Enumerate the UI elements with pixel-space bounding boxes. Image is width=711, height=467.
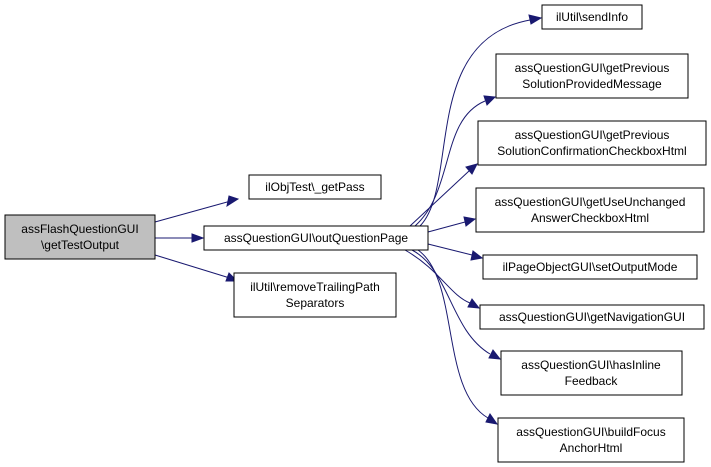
node-inline-feedback-line-2: Feedback xyxy=(565,374,619,388)
edge-oqp-to-set-output-mode xyxy=(427,243,484,261)
node-set-output-mode[interactable]: ilPageObjectGUI\setOutputMode xyxy=(482,254,698,280)
node-prev-solution-checkbox-line-2: SolutionConfirmationCheckboxHtml xyxy=(497,144,686,158)
node-use-unchanged-line-1: assQuestionGUI\getUseUnchanged xyxy=(495,195,686,209)
node-remove-trailing-line-1: ilUtil\removeTrailingPath xyxy=(250,280,380,294)
node-remove-trailing-line-2: Separators xyxy=(286,296,345,310)
edge-oqp-to-navigation-gui xyxy=(404,249,481,309)
node-prev-solution-msg[interactable]: assQuestionGUI\getPrevious SolutionProvi… xyxy=(495,53,689,99)
edge-oqp-to-inline-feedback xyxy=(411,249,502,360)
edge-root-to-out-question-page xyxy=(155,233,205,243)
node-navigation-gui-label: assQuestionGUI\getNavigationGUI xyxy=(499,310,685,324)
edge-root-to-get-pass xyxy=(154,195,240,223)
node-root-line-1: assFlashQuestionGUI xyxy=(21,222,138,236)
node-set-output-mode-label: ilPageObjectGUI\setOutputMode xyxy=(503,260,678,274)
edge-oqp-to-prev-solution-checkbox xyxy=(409,163,478,227)
edge-oqp-to-focus-anchor xyxy=(417,249,499,425)
edge-root-to-remove-trailing xyxy=(154,254,239,282)
node-out-question-page-label: assQuestionGUI\outQuestionPage xyxy=(224,231,408,245)
node-prev-solution-msg-line-1: assQuestionGUI\getPrevious xyxy=(515,61,670,75)
edge-oqp-to-use-unchanged xyxy=(427,216,477,233)
node-remove-trailing[interactable]: ilUtil\removeTrailingPath Separators xyxy=(233,272,397,318)
node-prev-solution-checkbox[interactable]: assQuestionGUI\getPrevious SolutionConfi… xyxy=(477,120,707,166)
node-root-line-2: \getTestOutput xyxy=(41,238,120,252)
node-use-unchanged[interactable]: assQuestionGUI\getUseUnchanged AnswerChe… xyxy=(475,187,705,233)
node-get-pass-label: ilObjTest\_getPass xyxy=(265,180,364,194)
node-send-info[interactable]: ilUtil\sendInfo xyxy=(541,4,643,30)
node-inline-feedback-line-1: assQuestionGUI\hasInline xyxy=(521,358,661,372)
node-get-pass[interactable]: ilObjTest\_getPass xyxy=(248,174,382,200)
node-prev-solution-msg-line-2: SolutionProvidedMessage xyxy=(522,77,662,91)
edge-oqp-to-prev-solution-msg xyxy=(414,95,497,227)
node-inline-feedback[interactable]: assQuestionGUI\hasInline Feedback xyxy=(500,350,683,396)
node-out-question-page[interactable]: assQuestionGUI\outQuestionPage xyxy=(203,225,429,251)
node-focus-anchor-line-1: assQuestionGUI\buildFocus xyxy=(516,425,665,439)
node-focus-anchor[interactable]: assQuestionGUI\buildFocus AnchorHtml xyxy=(497,417,685,463)
node-focus-anchor-line-2: AnchorHtml xyxy=(560,441,623,455)
node-use-unchanged-line-2: AnswerCheckboxHtml xyxy=(531,211,649,225)
node-prev-solution-checkbox-line-1: assQuestionGUI\getPrevious xyxy=(515,128,670,142)
node-navigation-gui[interactable]: assQuestionGUI\getNavigationGUI xyxy=(479,304,705,330)
node-send-info-label: ilUtil\sendInfo xyxy=(556,10,628,24)
node-root[interactable]: assFlashQuestionGUI \getTestOutput xyxy=(4,214,156,260)
